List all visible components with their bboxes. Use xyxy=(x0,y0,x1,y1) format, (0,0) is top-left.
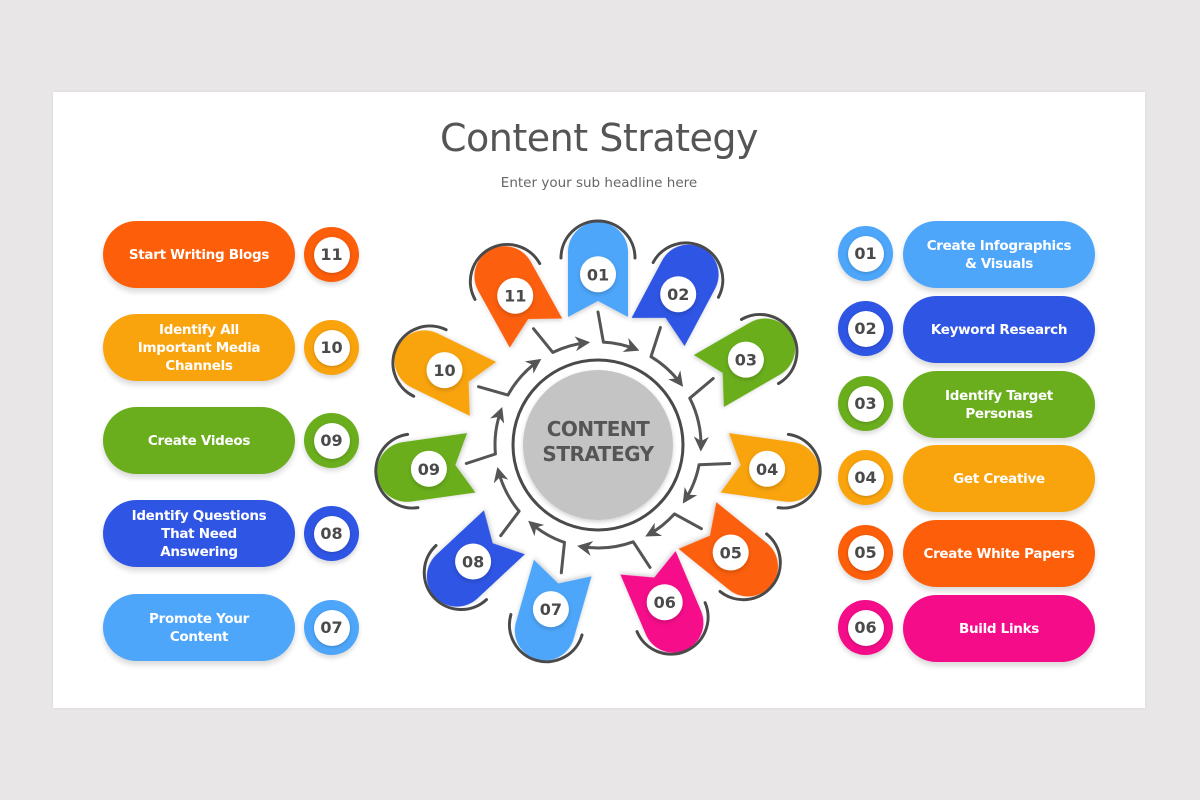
step-badge-01: 01 xyxy=(838,226,893,281)
step-number: 04 xyxy=(847,459,884,496)
step-number: 01 xyxy=(847,235,884,272)
petal-number-circle xyxy=(660,276,697,313)
step-number: 05 xyxy=(847,534,884,571)
content-strategy-wheel: 01 02 03 04 05 06 07 08 09 10 11 xyxy=(374,219,822,664)
step-pill-03[interactable]: Identify Target Personas xyxy=(903,371,1095,438)
step-pill-04[interactable]: Get Creative xyxy=(903,445,1095,512)
step-pill-01[interactable]: Create Infographics & Visuals xyxy=(903,221,1095,288)
flow-arrow xyxy=(490,406,505,455)
flow-connector xyxy=(559,540,566,575)
petal-outline-arc xyxy=(739,313,799,386)
step-pill-08[interactable]: Identify Questions That Need Answering xyxy=(103,500,295,567)
petal-number-circle xyxy=(455,543,492,580)
step-badge-02: 02 xyxy=(838,301,893,356)
step-pill-06[interactable]: Build Links xyxy=(903,595,1095,662)
flow-arrows xyxy=(464,310,732,575)
petal-outline-arc xyxy=(468,242,542,301)
flow-connector xyxy=(477,385,510,397)
petal-outline-arc xyxy=(391,324,448,398)
flow-connector xyxy=(499,509,521,538)
step-number: 11 xyxy=(313,236,350,273)
step-number: 07 xyxy=(313,609,350,646)
petal-outline-arc xyxy=(559,219,637,260)
flow-arrow xyxy=(645,512,676,537)
flow-connector xyxy=(649,326,662,359)
center-label-line1: CONTENT xyxy=(546,417,650,441)
flow-connector xyxy=(688,377,715,400)
petal-number-circle xyxy=(712,534,749,571)
petal-number: 08 xyxy=(462,553,484,572)
step-number: 02 xyxy=(847,310,884,347)
step-number: 08 xyxy=(313,515,350,552)
step-number: 03 xyxy=(847,385,884,422)
step-pill-05[interactable]: Create White Papers xyxy=(903,520,1095,587)
slide-card: Content Strategy Enter your sub headline… xyxy=(53,92,1145,708)
flow-arrow xyxy=(688,397,709,452)
step-badge-09: 09 xyxy=(304,413,359,468)
flow-connector xyxy=(532,327,555,354)
center-disk xyxy=(523,370,673,520)
petal-number: 03 xyxy=(735,351,757,370)
step-pill-07[interactable]: Promote Your Content xyxy=(103,594,295,661)
page-title: Content Strategy xyxy=(439,116,759,160)
flow-arrow xyxy=(552,336,591,354)
petal-outline-arc xyxy=(718,532,782,602)
petal-outline-arc xyxy=(651,241,725,299)
center-label-line2: STRATEGY xyxy=(542,442,654,466)
petal-outline-arc xyxy=(635,601,710,656)
step-badge-07: 07 xyxy=(304,600,359,655)
petal-number: 01 xyxy=(587,265,609,284)
petal-outline-arc xyxy=(374,432,420,510)
petal-number: 10 xyxy=(433,361,455,380)
flow-connector xyxy=(697,462,732,467)
flow-arrow xyxy=(682,464,701,504)
step-pill-09[interactable]: Create Videos xyxy=(103,407,295,474)
petal-number: 07 xyxy=(540,600,562,619)
petal-outline-arc xyxy=(507,613,584,664)
petal-number-circle xyxy=(426,352,463,389)
step-number: 10 xyxy=(313,329,350,366)
flow-connector xyxy=(673,512,703,531)
step-pill-02[interactable]: Keyword Research xyxy=(903,296,1095,363)
page-subtitle: Enter your sub headline here xyxy=(500,175,698,191)
petal-number: 09 xyxy=(418,460,440,479)
center-label: CONTENT STRATEGY xyxy=(498,417,698,467)
petal-number: 04 xyxy=(756,460,778,479)
petal-number-circle xyxy=(727,341,764,378)
petal-outline-arc xyxy=(422,543,488,611)
step-pill-11[interactable]: Start Writing Blogs xyxy=(103,221,295,288)
petal-number-circle xyxy=(410,450,447,487)
petal-number-circle xyxy=(580,256,616,293)
step-petals: 01 02 03 04 05 06 07 08 09 10 11 xyxy=(374,219,822,664)
flow-connector xyxy=(464,452,497,465)
step-badge-11: 11 xyxy=(304,227,359,282)
flow-connector xyxy=(596,310,605,344)
step-badge-10: 10 xyxy=(304,320,359,375)
flow-arrow xyxy=(506,358,542,396)
step-number: 09 xyxy=(313,422,350,459)
step-badge-04: 04 xyxy=(838,450,893,505)
petal-number: 05 xyxy=(720,544,742,563)
step-number: 06 xyxy=(847,609,884,646)
step-badge-08: 08 xyxy=(304,506,359,561)
petal-number-circle xyxy=(497,277,534,314)
petal-number: 02 xyxy=(667,285,689,304)
petal-number-circle xyxy=(532,591,569,628)
step-pill-10[interactable]: Identify All Important Media Channels xyxy=(103,314,295,381)
flow-arrow xyxy=(528,520,566,544)
flow-arrow xyxy=(650,355,684,387)
step-badge-06: 06 xyxy=(838,600,893,655)
flow-arrow xyxy=(603,338,640,352)
petal-number: 06 xyxy=(654,593,676,612)
step-badge-05: 05 xyxy=(838,525,893,580)
flow-arrow xyxy=(577,540,634,556)
petal-number-circle xyxy=(749,450,786,487)
flow-arrow xyxy=(493,466,521,513)
petal-number-circle xyxy=(646,584,683,621)
step-badge-03: 03 xyxy=(838,376,893,431)
petal-outline-arc xyxy=(776,432,822,510)
petal-number: 11 xyxy=(504,287,526,306)
flow-connector xyxy=(631,540,652,569)
